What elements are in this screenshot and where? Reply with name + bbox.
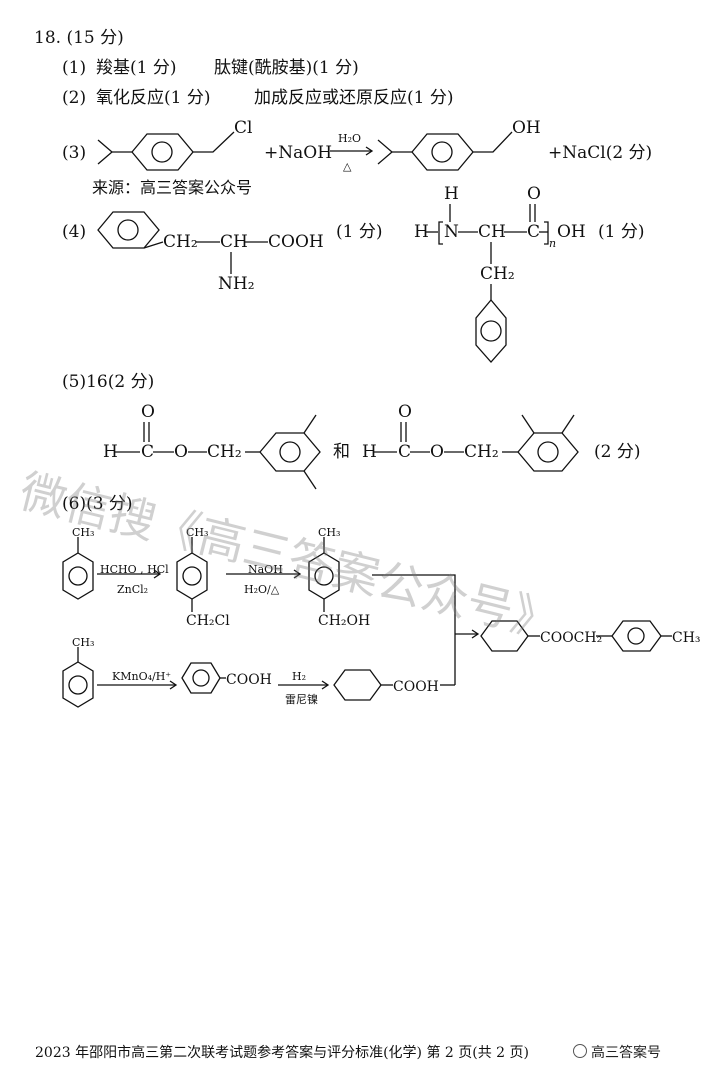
p5-score: (2 分) (594, 442, 641, 462)
p4-h-left: H (414, 222, 429, 242)
part3-label: (3) (62, 143, 87, 163)
part2-answer-b: 加成反应或还原反应(1 分) (254, 88, 454, 108)
account-badge: 高三答案号 (573, 1042, 661, 1062)
cyclohexane-cooh: COOH (393, 679, 439, 695)
source-note: 来源：高三答案公众号 (92, 178, 253, 197)
p4-ch-2: CH (478, 222, 506, 242)
cond4-bottom: 雷尼镍 (285, 693, 318, 706)
isopropyl-group (97, 139, 113, 165)
benzene-ring-polymer (475, 298, 507, 363)
benzene-ring-final (611, 620, 662, 652)
p5-and: 和 (333, 442, 350, 462)
p4-c: C (527, 222, 541, 242)
cond3-top: KMnO₄/H⁺ (112, 670, 172, 683)
p4-ch2-side: CH₂ (480, 264, 515, 284)
toluene-ring-2 (62, 661, 94, 708)
p5-o2: O (398, 402, 412, 422)
benzene-ring-product (411, 133, 474, 171)
reagent-naoh: +NaOH (264, 143, 333, 163)
int2-ch2oh: CH₂OH (318, 613, 371, 629)
cond2-bottom: H₂O/△ (244, 583, 280, 596)
p5-c1: C (141, 442, 155, 462)
cond4-top: H₂ (292, 670, 307, 683)
isopropyl-group-product (377, 139, 393, 165)
part1-answer-a: 羧基(1 分) (96, 58, 177, 78)
heat-symbol: △ (343, 160, 352, 173)
toluene1-ch3: CH₃ (72, 526, 95, 539)
dimethylbenzene-ring-2 (517, 432, 579, 472)
p4-h-top: H (444, 184, 459, 204)
part4-label: (4) (62, 222, 87, 242)
cond1-top: HCHO , HCl (100, 563, 169, 576)
part2-answer-a: 氧化反应(1 分) (96, 88, 211, 108)
part5-label: (5)16(2 分) (62, 372, 155, 392)
p4-o: O (527, 184, 541, 204)
benzene-ring-phe (97, 211, 160, 249)
part6-label: (6)(3 分) (62, 494, 133, 514)
benzene-ring (131, 133, 194, 171)
int2-ch3: CH₃ (318, 526, 341, 539)
benzoic-ring (181, 662, 221, 694)
part1-answer-b: 肽键(酰胺基)(1 分) (214, 58, 359, 78)
bracket-right (544, 221, 549, 245)
p5-h1: H (103, 442, 118, 462)
int1-ch3: CH₃ (186, 526, 209, 539)
p5-ch2-2: CH₂ (464, 442, 499, 462)
p4-nh2: NH₂ (218, 274, 255, 294)
part3-product: +NaCl(2 分) (548, 143, 653, 163)
p4-ch2: CH₂ (163, 232, 198, 252)
p4-n: N (444, 222, 459, 242)
p5-c2: C (398, 442, 412, 462)
cyclohexane-ring (333, 669, 382, 701)
toluene2-ch3: CH₃ (72, 636, 95, 649)
question-number: 18. (15 分) (34, 28, 124, 48)
dimethylbenzene-ring-1 (259, 432, 321, 472)
cond2-top: NaOH (248, 563, 283, 576)
p4-oh: OH (557, 222, 586, 242)
wechat-icon (573, 1044, 587, 1058)
benzoic-cooh: COOH (226, 672, 272, 688)
p4-cooh: COOH (268, 232, 324, 252)
p5-o1: O (141, 402, 155, 422)
int1-ch2cl: CH₂Cl (186, 613, 230, 629)
p5-ch2-1: CH₂ (207, 442, 242, 462)
product-ester: COOCH₂ (540, 630, 603, 646)
p4-score1: (1 分) (336, 222, 383, 242)
chloride-cl: Cl (234, 118, 253, 138)
part2-label: (2) (62, 88, 87, 108)
p5-h2: H (362, 442, 377, 462)
page-footer: 2023 年邵阳市高三第二次联考试题参考答案与评分标准(化学) 第 2 页(共 … (35, 1045, 529, 1061)
p4-subscript-n: n (549, 237, 557, 250)
bracket-left (438, 221, 443, 245)
cond1-bottom: ZnCl₂ (117, 583, 149, 596)
p5-ox2: O (430, 442, 444, 462)
part1-label: (1) (62, 58, 87, 78)
p4-score2: (1 分) (598, 222, 645, 242)
reagent-water: H₂O (338, 132, 362, 145)
product-ch3: CH₃ (672, 630, 701, 646)
p4-ch: CH (220, 232, 248, 252)
alcohol-oh: OH (512, 118, 541, 138)
p5-ox1: O (174, 442, 188, 462)
toluene-ring-1 (62, 552, 94, 600)
